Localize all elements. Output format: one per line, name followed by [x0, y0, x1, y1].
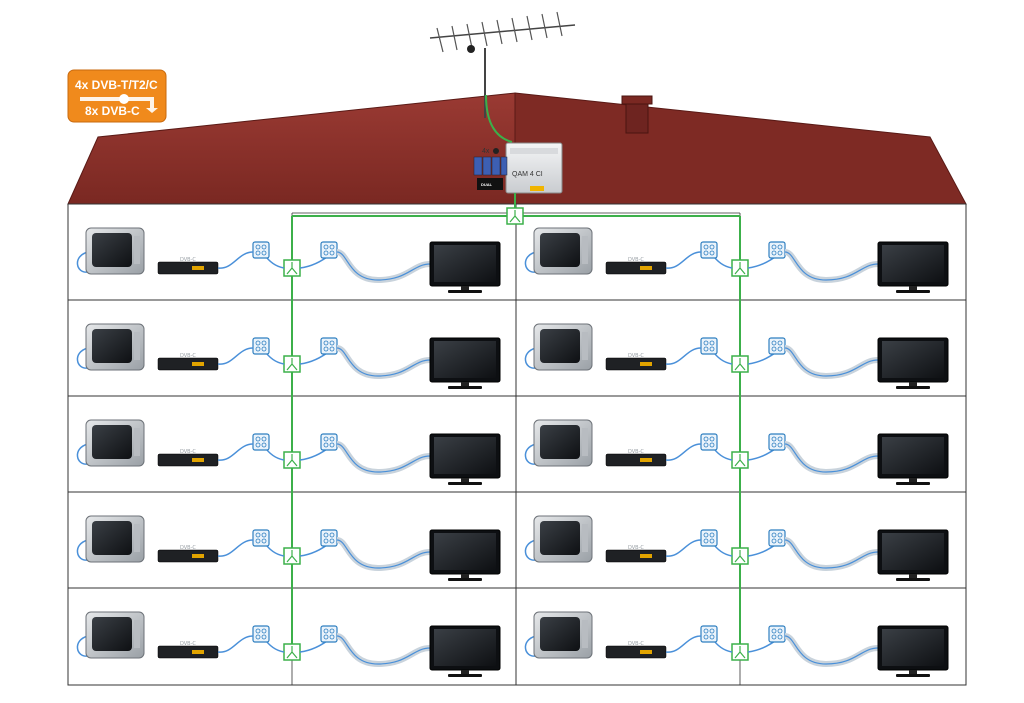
apartments: DVB-C DVB-C DVB-C DVB-C DVB-C DVB-C DVB-C DVB-C…: [76, 227, 949, 677]
wall-socket-icon: [320, 433, 338, 451]
wall-socket-icon: [320, 241, 338, 259]
crt-tv-icon: [524, 419, 593, 467]
building: [67, 203, 967, 686]
headend-name: QAM 4 CI: [512, 171, 543, 178]
wall-socket-icon: [768, 433, 786, 451]
flat-tv-icon: [877, 433, 949, 485]
badge-arrow-icon: [80, 97, 158, 113]
main-splitter-icon: [506, 207, 524, 225]
apartment: DVB-C: [76, 227, 501, 293]
receiver-label: DVB-C: [628, 353, 644, 359]
flat-tv-icon: [429, 337, 501, 389]
tap-splitter-icon: [731, 355, 749, 373]
flat-tv-icon: [429, 529, 501, 581]
wall-socket-icon: [700, 433, 718, 451]
headend-qam-modulator: QAM 4 CI 4x DUAL: [473, 142, 563, 194]
flat-tv-icon: [429, 241, 501, 293]
receiver-label: DVB-C: [180, 449, 196, 455]
receiver-label: DVB-C: [180, 353, 196, 359]
wall-socket-icon: [320, 529, 338, 547]
wall-socket-icon: [252, 529, 270, 547]
apartment: DVB-C: [524, 419, 949, 485]
wall-socket-icon: [252, 337, 270, 355]
crt-tv-icon: [524, 611, 593, 659]
dvb-c-receiver-icon: DVB-C: [605, 449, 667, 467]
receiver-label: DVB-C: [628, 545, 644, 551]
crt-tv-icon: [76, 515, 145, 563]
apartment: DVB-C: [524, 227, 949, 293]
receiver-label: DVB-C: [628, 449, 644, 455]
chimney: [621, 95, 653, 134]
flat-tv-icon: [877, 625, 949, 677]
wall-socket-icon: [252, 433, 270, 451]
wall-socket-icon: [768, 241, 786, 259]
receiver-label: DVB-C: [628, 257, 644, 263]
badge-line2: 8x DVB-C: [85, 104, 140, 118]
apartment: DVB-C: [524, 515, 949, 581]
crt-tv-icon: [524, 227, 593, 275]
receiver-label: DVB-C: [180, 545, 196, 551]
dual-module-label: DUAL: [481, 182, 493, 187]
crt-tv-icon: [524, 515, 593, 563]
apartment: DVB-C: [76, 611, 501, 677]
tap-splitter-icon: [283, 643, 301, 661]
flat-tv-icon: [877, 337, 949, 389]
distribution-network: [291, 193, 741, 650]
apartment: DVB-C: [76, 323, 501, 389]
antenna: [429, 11, 576, 143]
wall-socket-icon: [768, 529, 786, 547]
crt-tv-icon: [76, 227, 145, 275]
wall-socket-icon: [252, 625, 270, 643]
crt-tv-icon: [524, 323, 593, 371]
crt-tv-icon: [76, 611, 145, 659]
dvb-c-receiver-icon: DVB-C: [157, 257, 219, 275]
tap-splitter-icon: [731, 451, 749, 469]
receiver-label: DVB-C: [628, 641, 644, 647]
dvb-c-receiver-icon: DVB-C: [157, 353, 219, 371]
tap-splitter-icon: [283, 451, 301, 469]
wall-socket-icon: [252, 241, 270, 259]
roof-right-plane: [514, 92, 967, 205]
tap-splitter-icon: [731, 547, 749, 565]
flat-tv-icon: [429, 433, 501, 485]
apartment: DVB-C: [524, 611, 949, 677]
tap-splitter-icon: [283, 259, 301, 277]
receiver-label: DVB-C: [180, 641, 196, 647]
crt-tv-icon: [76, 323, 145, 371]
badge-line1: 4x DVB-T/T2/C: [75, 78, 158, 92]
tap-splitter-icon: [283, 355, 301, 373]
flat-tv-icon: [877, 241, 949, 293]
wall-socket-icon: [768, 337, 786, 355]
wall-socket-icon: [768, 625, 786, 643]
flat-tv-icon: [877, 529, 949, 581]
tuner-modules: 4x DUAL: [473, 148, 508, 190]
wall-socket-icon: [700, 625, 718, 643]
crt-tv-icon: [76, 419, 145, 467]
signal-badge: 4x DVB-T/T2/C 8x DVB-C: [67, 69, 167, 123]
flat-tv-icon: [429, 625, 501, 677]
tap-splitter-icon: [731, 643, 749, 661]
wall-socket-icon: [700, 241, 718, 259]
wall-socket-icon: [700, 529, 718, 547]
tap-splitter-icon: [731, 259, 749, 277]
apartment: DVB-C: [524, 323, 949, 389]
apartment: DVB-C: [76, 419, 501, 485]
tap-splitter-icon: [283, 547, 301, 565]
receiver-label: DVB-C: [180, 257, 196, 263]
tuner-input-label: 4x: [482, 148, 490, 155]
apartment: DVB-C: [76, 515, 501, 581]
wall-socket-icon: [320, 337, 338, 355]
dvb-c-receiver-icon: DVB-C: [157, 641, 219, 659]
wall-socket-icon: [700, 337, 718, 355]
dvb-c-receiver-icon: DVB-C: [605, 545, 667, 563]
wall-socket-icon: [320, 625, 338, 643]
